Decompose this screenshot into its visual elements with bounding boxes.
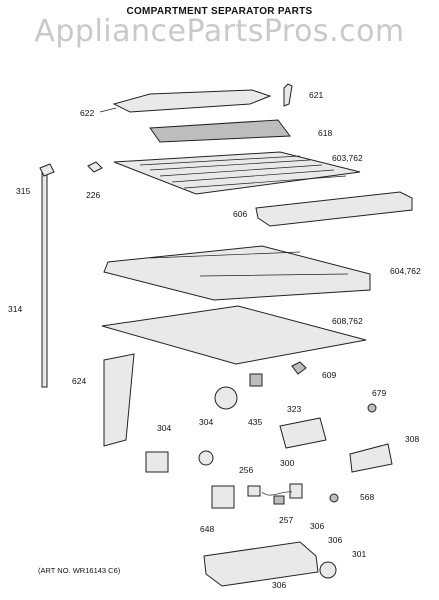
callout-256: 256 <box>239 465 254 475</box>
callout-608-762: 608,762 <box>332 316 363 326</box>
watermark: AppliancePartsPros.com <box>34 14 405 49</box>
callout-300: 300 <box>280 458 295 468</box>
callout-323: 323 <box>287 404 302 414</box>
callout-257: 257 <box>279 515 294 525</box>
part-257 <box>273 495 285 505</box>
part-604-separator <box>103 245 371 301</box>
callout-618: 618 <box>318 128 333 138</box>
part-679-screw <box>367 403 377 413</box>
callout-648: 648 <box>200 524 215 534</box>
callout-306-bottom: 306 <box>272 580 287 590</box>
part-609 <box>291 361 307 375</box>
callout-304-right: 304 <box>199 417 214 427</box>
callout-301: 301 <box>352 549 367 559</box>
part-314-rod <box>41 171 48 388</box>
callout-568: 568 <box>360 492 375 502</box>
callout-315: 315 <box>16 186 31 196</box>
callout-308: 308 <box>405 434 420 444</box>
part-622-cover <box>112 89 272 113</box>
diagram-title: COMPARTMENT SEPARATOR PARTS <box>126 6 313 17</box>
art-number: (ART NO. WR16143 C6) <box>38 566 121 575</box>
part-608-tray <box>101 305 367 365</box>
part-648-motor <box>211 485 235 509</box>
part-618-rail <box>149 119 291 143</box>
part-306-bracket <box>203 541 319 587</box>
part-606-cover <box>255 191 413 227</box>
callout-306-right: 306 <box>328 535 343 545</box>
callout-314: 314 <box>8 304 23 314</box>
callout-622: 622 <box>80 108 95 118</box>
part-435-socket <box>249 373 263 387</box>
callout-604-762: 604,762 <box>390 266 421 276</box>
part-308-bracket <box>349 443 393 473</box>
callout-606: 606 <box>233 209 248 219</box>
callout-306-top: 306 <box>310 521 325 531</box>
part-300-switch <box>289 483 303 499</box>
callout-609: 609 <box>322 370 337 380</box>
callout-624: 624 <box>72 376 87 386</box>
part-315-hinge <box>39 163 55 177</box>
part-226-cap <box>87 161 103 173</box>
part-323-bracket <box>279 417 327 449</box>
callout-603-762: 603,762 <box>332 153 363 163</box>
part-304-block <box>145 451 169 473</box>
part-301-knob <box>319 561 337 579</box>
callout-304-left: 304 <box>157 423 172 433</box>
part-624-duct <box>103 353 135 447</box>
part-256-harness <box>247 485 261 497</box>
part-603-shelf <box>113 151 361 195</box>
callout-621: 621 <box>309 90 324 100</box>
part-304-knob <box>198 450 214 466</box>
part-568-screw <box>329 493 339 503</box>
callout-435: 435 <box>248 417 263 427</box>
part-435-bulb <box>214 386 238 410</box>
callout-679: 679 <box>372 388 387 398</box>
callout-226: 226 <box>86 190 101 200</box>
part-621-clip <box>283 83 293 107</box>
